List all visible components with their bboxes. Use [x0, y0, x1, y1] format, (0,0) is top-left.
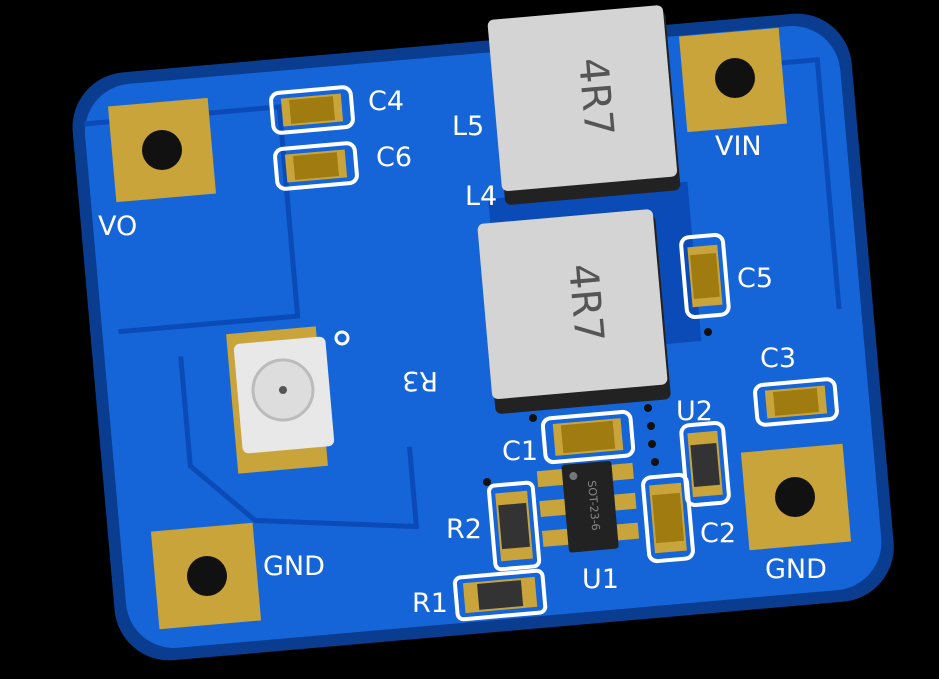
capacitor-c6: [273, 141, 359, 191]
resistor-r2: [487, 480, 542, 572]
ref-c1: C1: [502, 436, 538, 467]
ic-u1: SOT-23-6: [536, 460, 640, 553]
capacitor-c5: [679, 232, 731, 320]
ref-r1: R1: [412, 588, 448, 619]
capacitor-c1: [540, 409, 636, 465]
inductor-marking: 4R7: [569, 56, 622, 138]
ref-c4: C4: [368, 86, 404, 117]
ref-c3: C3: [760, 343, 796, 374]
ref-u1: U1: [582, 564, 619, 595]
connector-vo: [108, 97, 216, 203]
trimmer-potentiometer: [226, 326, 350, 474]
ref-l4: L4: [465, 181, 497, 212]
label-vin: VIN: [715, 131, 762, 162]
ref-r2: R2: [446, 514, 482, 545]
label-gnd-left: GND: [263, 551, 325, 582]
diode-u2: [679, 420, 731, 508]
capacitor-c2: [641, 472, 695, 564]
ref-c2: C2: [700, 518, 736, 549]
inductor-l5: 4R7: [487, 5, 681, 205]
inductor-l4: 4R7: [477, 209, 671, 414]
label-gnd-right: GND: [765, 554, 827, 585]
connector-gnd-left: [150, 522, 262, 630]
connector-gnd-right: [740, 443, 852, 551]
ref-u2: U2: [676, 396, 713, 427]
ic-marking: SOT-23-6: [585, 480, 602, 531]
ref-c5: C5: [737, 263, 773, 294]
trace-region: [178, 356, 420, 530]
vias: [483, 328, 712, 486]
ref-l5: L5: [452, 111, 484, 142]
resistor-r1: [452, 568, 548, 622]
inductor-marking: 4R7: [559, 262, 612, 344]
capacitor-c3: [753, 377, 839, 427]
ref-r3: R3: [402, 365, 438, 396]
ref-c6: C6: [376, 142, 412, 173]
label-vo: VO: [98, 211, 137, 242]
capacitor-c4: [269, 85, 355, 135]
connector-vin: [679, 27, 787, 133]
